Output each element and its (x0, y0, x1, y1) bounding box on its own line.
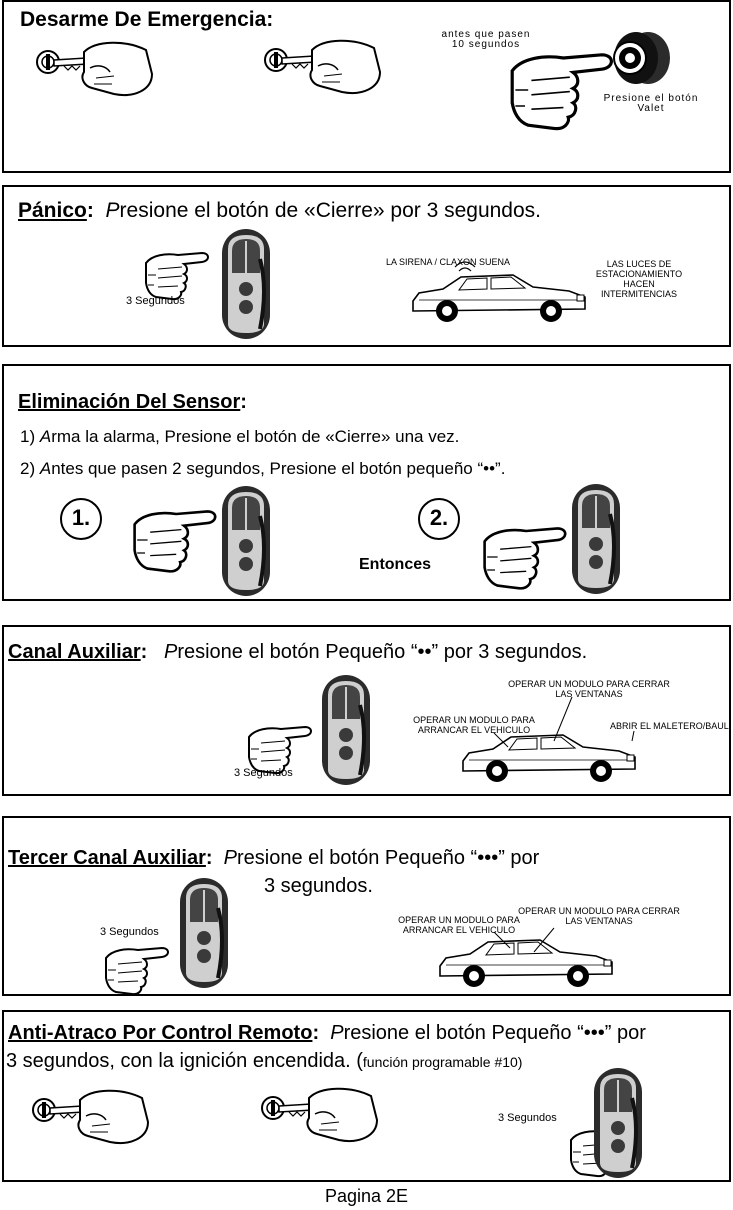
seconds-label: 3 Segundos (126, 295, 185, 307)
section-aux: Canal Auxiliar: Presione el botón Pequeñ… (2, 625, 731, 796)
section-antiatraco: Anti-Atraco Por Control Remoto: Presione… (2, 1010, 731, 1182)
key-ignition-icon (261, 1087, 378, 1143)
desarme-title: Desarme De Emergencia: (20, 8, 274, 31)
callout-lines (493, 927, 555, 953)
key-ignition-icon (32, 1089, 149, 1145)
key-ignition-icon (36, 41, 153, 97)
remote-icon (570, 482, 622, 596)
remote-icon (592, 1066, 644, 1180)
remote-icon (320, 673, 372, 787)
key-ignition-icon (264, 39, 381, 95)
tercer-heading: Tercer Canal Auxiliar: Presione el botón… (8, 847, 540, 869)
seconds-label: 3 Segundos (498, 1112, 557, 1124)
section-desarme: Desarme De Emergencia: antes que pasen 1… (2, 0, 731, 173)
step-badge-1: 1. (60, 498, 102, 540)
sensor-step-1: 1) Arma la alarma, Presione el botón de … (20, 427, 460, 446)
panico-heading: Pánico: Presione el botón de «Cierre» po… (18, 199, 541, 222)
then-label: Entonces (359, 556, 432, 573)
car-icon (412, 261, 586, 323)
seconds-label: 3 Segundos (234, 767, 293, 779)
tercer-heading-line2: 3 segundos. (264, 875, 373, 897)
valet-label: Presione el botón Valet (603, 93, 699, 114)
sensor-heading: Eliminación Del Sensor: (18, 391, 247, 413)
step-badge-2: 2. (418, 498, 460, 540)
antiatraco-heading: Anti-Atraco Por Control Remoto: Presione… (8, 1022, 646, 1044)
sensor-step-2: 2) Antes que pasen 2 segundos, Presione … (20, 459, 506, 478)
section-panico: Pánico: Presione el botón de «Cierre» po… (2, 185, 731, 347)
trunk-label: ABRIR EL MALETERO/BAUL (610, 721, 729, 731)
start-label: OPERAR UN MODULO PARA ARRANCAR EL VEHICU… (413, 715, 535, 735)
section-sensor: Eliminación Del Sensor: 1) Arma la alarm… (2, 364, 731, 601)
remote-icon (220, 484, 272, 598)
section-tercer: Tercer Canal Auxiliar: Presione el botón… (2, 816, 731, 996)
windows-label: OPERAR UN MODULO PARA CERRAR LAS VENTANA… (508, 679, 670, 699)
start-label: OPERAR UN MODULO PARA ARRANCAR EL VEHICU… (398, 915, 520, 935)
lights-label: LAS LUCES DE ESTACIONAMIENTO HACEN INTER… (595, 259, 683, 299)
remote-icon (220, 227, 272, 341)
remote-icon (178, 876, 230, 990)
antiatraco-line2: 3 segundos, con la ignición encendida. (… (6, 1050, 523, 1072)
hand-point-icon (133, 510, 217, 573)
aux-heading: Canal Auxiliar: Presione el botón Pequeñ… (8, 641, 588, 663)
before-seconds-label: antes que pasen 10 segundos (441, 29, 531, 50)
page-number: Pagina 2E (324, 1186, 409, 1206)
seconds-label: 3 Segundos (100, 926, 159, 938)
windows-label: OPERAR UN MODULO PARA CERRAR LAS VENTANA… (518, 906, 680, 926)
siren-label: LA SIRENA / CLAXON SUENA (386, 257, 511, 267)
valet-button-icon (613, 32, 670, 84)
callout-lines (493, 696, 635, 748)
hand-point-icon (483, 527, 567, 590)
hand-point-icon (105, 947, 169, 996)
